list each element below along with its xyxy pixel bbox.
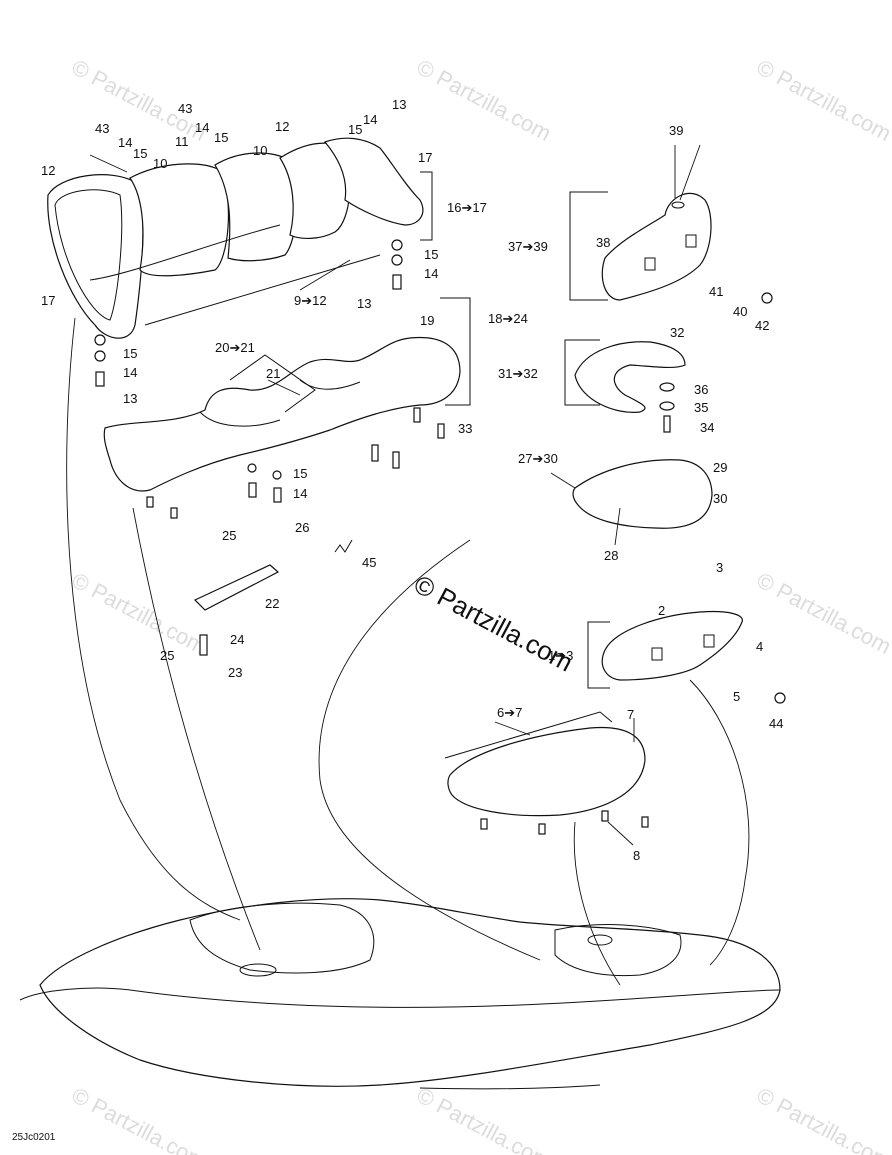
watercraft-hull [19,898,781,1090]
callout: 35 [694,400,708,415]
callout: 42 [755,318,769,333]
callout: 45 [362,555,376,570]
callout: 4 [756,639,763,654]
callout: 37➔39 [508,239,548,254]
callout: 12 [41,163,55,178]
watermark: © Partzilla.com [413,54,556,146]
callout: 13 [392,97,406,112]
callout: 15 [133,146,147,161]
callout: 14 [293,486,307,501]
callout: 15 [123,346,137,361]
callout: 36 [694,382,708,397]
callout: 10 [253,143,267,158]
callout: 26 [295,520,309,535]
callout: 41 [709,284,723,299]
callout: 27➔30 [518,451,558,466]
callout: 13 [123,391,137,406]
callout: 22 [265,596,279,611]
watermark: © Partzilla.com [753,54,892,146]
callout: 33 [458,421,472,436]
callout: 15 [348,122,362,137]
callout: 15 [424,247,438,262]
callout: 1➔3 [548,648,573,663]
callout: 25 [160,648,174,663]
grab-handle-1-3 [601,610,743,681]
callout: 14 [363,112,377,127]
callout: 3 [716,560,723,575]
seat-cushion-assembly [103,336,461,492]
watermark: © Partzilla.com [68,1082,211,1155]
callout: 12 [275,119,289,134]
bracket-22 [193,564,280,611]
callout: 10 [153,156,167,171]
horseshoe-cushion-31-32 [574,341,686,413]
callout: 44 [769,716,783,731]
callout: 31➔32 [498,366,538,381]
callout: 14 [424,266,438,281]
seat-pad-27-30 [572,459,713,529]
seat-pad-6-7 [447,726,646,817]
callout: 15 [214,130,228,145]
callout: 17 [41,293,55,308]
callout: 40 [733,304,747,319]
callout: 16➔17 [447,200,487,215]
handle-37-39 [601,192,712,301]
watermark: © Partzilla.com [753,1082,892,1155]
backrest-cushion-assembly [47,137,424,339]
callout: 24 [230,632,244,647]
callout: 28 [604,548,618,563]
callout-labels: 43 14 15 12 11 10 10 12 17 43 14 15 13 1… [12,97,783,1143]
callout: 29 [713,460,727,475]
callout: 5 [733,689,740,704]
callout: 14 [123,365,137,380]
callout: 11 [175,134,189,149]
callout: 34 [700,420,714,435]
fasteners [94,239,786,835]
callout: 2 [658,603,665,618]
callout: 32 [670,325,684,340]
callout: 23 [228,665,242,680]
watermark: © Partzilla.com [68,567,211,659]
callout: 6➔7 [497,705,522,720]
callout: 9➔12 [294,293,327,308]
callout: 7 [627,707,634,722]
callout: 43 [178,101,192,116]
callout: 43 [95,121,109,136]
callout: 17 [418,150,432,165]
callout: 14 [118,135,132,150]
callout: 15 [293,466,307,481]
leader-lines [66,144,750,986]
callout: 14 [195,120,209,135]
callout: 25 [222,528,236,543]
callout: 39 [669,123,683,138]
callout: 20➔21 [215,340,255,355]
callout: 30 [713,491,727,506]
callout: 18➔24 [488,311,528,326]
watermark: © Partzilla.com [413,1082,556,1155]
callout: 8 [633,848,640,863]
callout: 13 [357,296,371,311]
group-brackets [229,171,613,759]
callout: 38 [596,235,610,250]
callout: 21 [266,366,280,381]
diagram-code: 25Jc0201 [12,1132,56,1143]
watermark: © Partzilla.com [753,567,892,659]
callout: 19 [420,313,434,328]
